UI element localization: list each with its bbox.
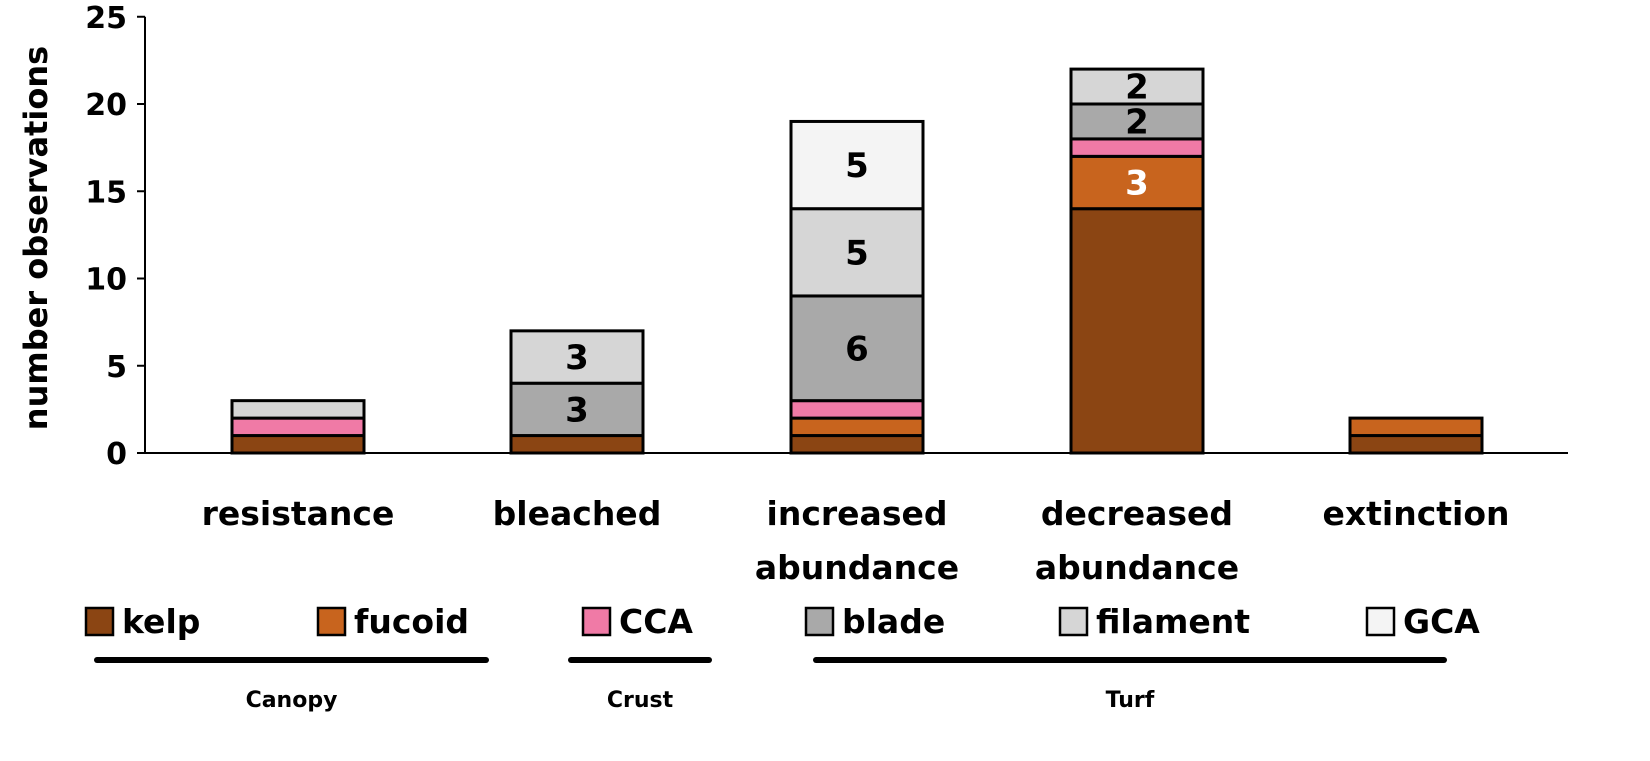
x-category-label: decreased [1041,494,1233,533]
legend-swatch [804,606,835,637]
x-category-label: increased [767,494,948,533]
legend-item-fucoid: fucoid [316,602,469,641]
bar-segment-blade [789,294,925,403]
bar-segment-blade [1069,102,1205,141]
x-category-label: bleached [493,494,662,533]
bar-segment-CCA [230,416,366,438]
data-label: 2 [1125,102,1149,142]
bar-segment-fucoid [789,416,925,438]
bar-segment-filament [1069,67,1205,106]
data-label: 3 [565,390,589,430]
bar-segment-GCA [789,119,925,211]
y-tick-label: 20 [85,88,127,123]
data-labels: 3 3 6 5 5 3 22 [565,68,1149,431]
legend: kelp fucoid CCA blade filament GCA [84,602,1480,641]
legend-label: CCA [619,602,693,641]
x-axis: resistance bleached increased abundance decr… [145,452,1568,587]
legend-item-kelp: kelp [84,602,200,641]
legend-swatch [581,606,612,637]
y-tick-label: 25 [85,1,127,36]
bar-segment-filament [230,399,366,420]
legend-label: fucoid [354,602,469,641]
bar-segment-kelp [789,434,925,455]
bar-segment-kelp [509,434,645,455]
bar-segment-filament [509,329,645,385]
bars [230,67,1484,455]
y-axis-label: number observations [17,46,55,430]
y-tick-label: 5 [106,350,127,385]
legend-label: GCA [1403,602,1480,641]
x-category-label: resistance [202,494,395,533]
legend-swatch [1365,606,1396,637]
data-label: 5 [845,146,869,186]
y-tick-label: 0 [106,437,127,472]
x-category-label: abundance [1035,548,1239,587]
data-label: 2 [1125,68,1149,108]
legend-swatch [1058,606,1089,637]
legend-item-blade: blade [804,602,945,641]
bar-segment-fucoid [1348,416,1484,438]
data-label: 5 [845,233,869,273]
x-category-label: extinction [1322,494,1509,533]
legend-label: filament [1096,602,1250,641]
x-category-label: abundance [755,548,959,587]
bar-segment-kelp [1348,434,1484,455]
bar-segment-CCA [789,399,925,420]
y-tick-label: 15 [85,175,127,210]
y-axis: 0 5 10 15 20 25 [85,1,146,472]
legend-swatch [316,606,347,637]
bar-segment-fucoid [1069,154,1205,211]
legend-item-CCA: CCA [581,602,693,641]
group-label: Turf [1106,688,1155,713]
data-label: 3 [565,338,589,378]
data-label: 3 [1125,164,1149,204]
series-groups: Canopy Crust Turf [94,657,1447,713]
y-tick-label: 10 [85,263,127,298]
bar-segment-kelp [1069,207,1205,455]
legend-swatch [84,606,115,637]
legend-item-filament: filament [1058,602,1250,641]
legend-item-GCA: GCA [1365,602,1480,641]
data-label: 6 [845,329,869,369]
bar-segment-kelp [230,434,366,455]
group-label: Canopy [246,688,338,713]
legend-label: blade [842,602,945,641]
legend-label: kelp [122,602,200,641]
group-label: Crust [607,688,674,713]
